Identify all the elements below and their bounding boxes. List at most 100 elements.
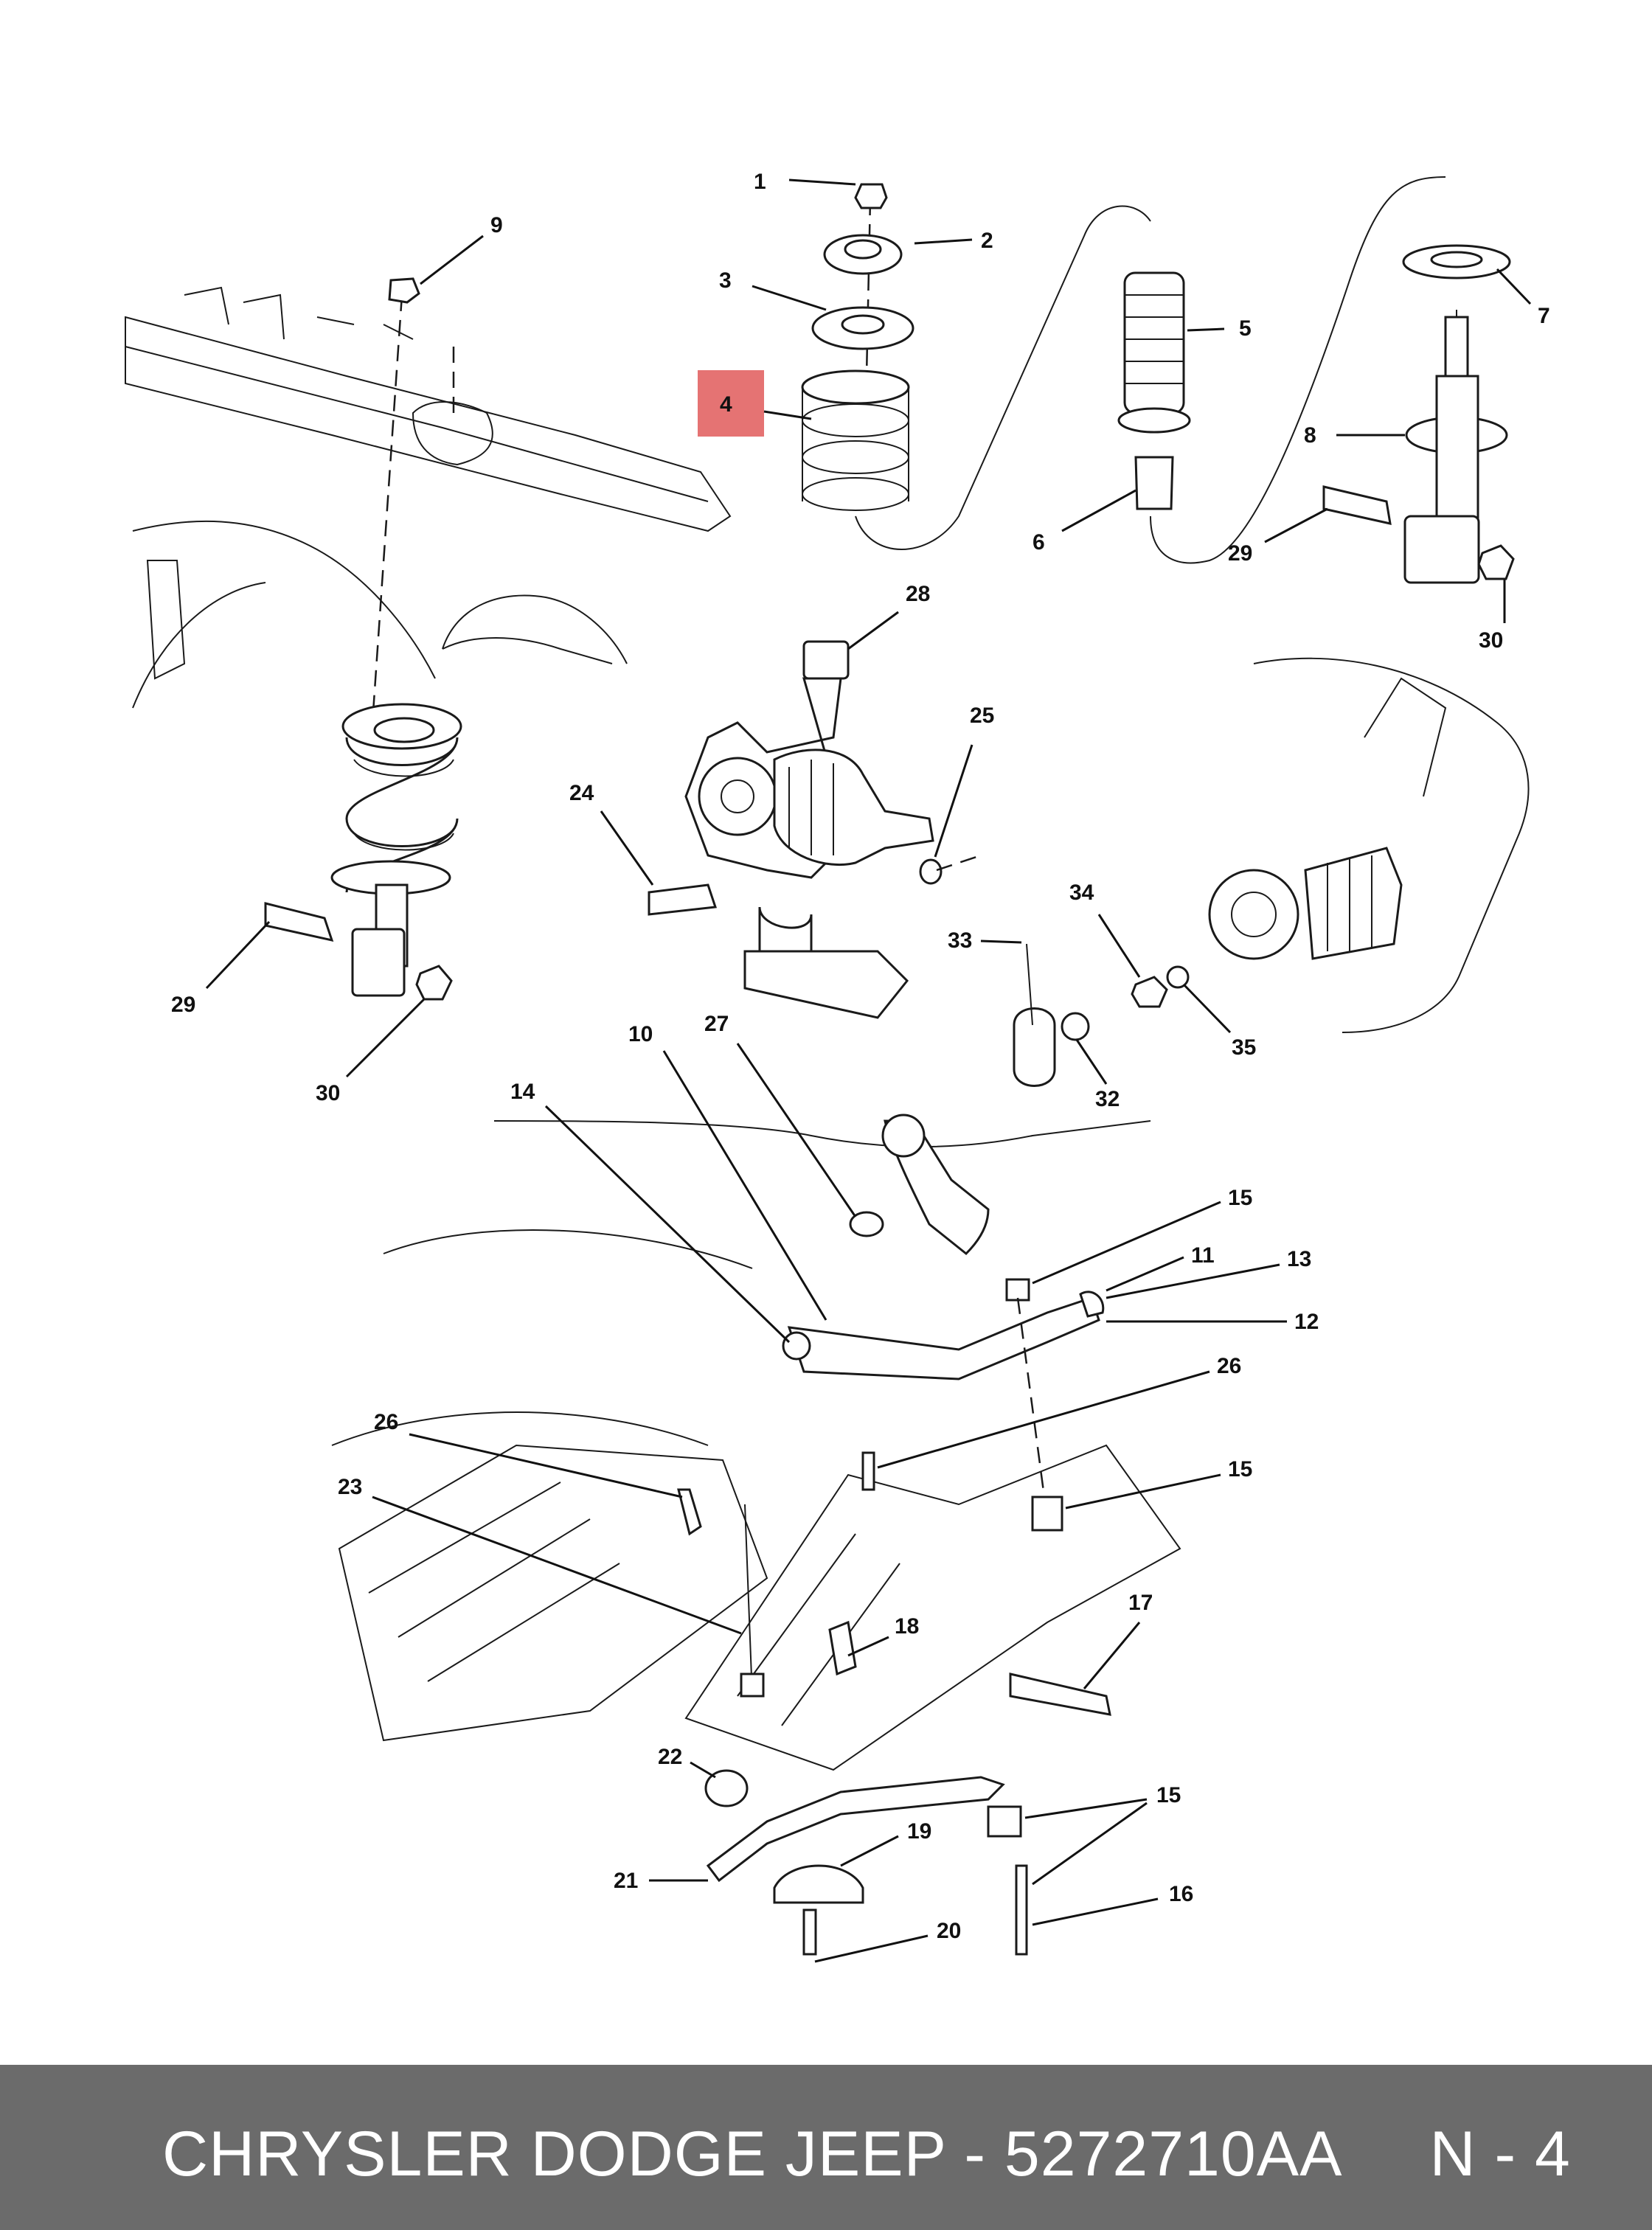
bushing-11-drawing bbox=[1079, 1291, 1105, 1318]
callout-14: 14 bbox=[510, 1080, 791, 1344]
svg-text:25: 25 bbox=[970, 704, 994, 728]
svg-text:9: 9 bbox=[490, 213, 503, 237]
svg-text:3: 3 bbox=[719, 268, 732, 293]
callout-23: 23 bbox=[338, 1475, 742, 1635]
callout-34: 34 bbox=[1069, 880, 1141, 978]
callout-15-upper: 15 bbox=[1032, 1186, 1252, 1285]
svg-text:33: 33 bbox=[948, 928, 972, 953]
svg-text:12: 12 bbox=[1294, 1310, 1319, 1334]
cotter-33-drawing bbox=[1026, 943, 1033, 1026]
svg-text:10: 10 bbox=[628, 1022, 653, 1046]
jounce-bumper-6-drawing bbox=[1134, 456, 1174, 510]
svg-text:21: 21 bbox=[614, 1869, 638, 1893]
lower-crossmember-illustration bbox=[331, 1114, 1181, 1956]
svg-text:26: 26 bbox=[374, 1410, 398, 1434]
bolt-29-left-drawing bbox=[264, 902, 334, 942]
callout-15-middle: 15 bbox=[1065, 1457, 1252, 1510]
svg-text:15: 15 bbox=[1228, 1457, 1252, 1482]
svg-text:15: 15 bbox=[1156, 1783, 1181, 1807]
callout-12: 12 bbox=[1106, 1310, 1319, 1334]
svg-text:14: 14 bbox=[510, 1080, 535, 1104]
svg-text:4: 4 bbox=[720, 392, 732, 417]
bolt-23-drawing bbox=[740, 1672, 765, 1698]
callout-21: 21 bbox=[614, 1869, 708, 1893]
svg-text:13: 13 bbox=[1287, 1247, 1311, 1271]
nut-9-drawing bbox=[388, 277, 420, 304]
callout-7: 7 bbox=[1496, 268, 1550, 328]
bolt-26-right-drawing bbox=[861, 1451, 875, 1491]
bolt-20-drawing bbox=[802, 1908, 817, 1956]
svg-text:2: 2 bbox=[981, 229, 993, 253]
callout-32: 32 bbox=[1075, 1039, 1120, 1111]
nut-30-left-drawing bbox=[415, 965, 453, 1001]
left-strut-assembly bbox=[264, 277, 462, 1001]
knuckle-hub-assembly bbox=[648, 640, 982, 1019]
nut-1-drawing bbox=[854, 183, 888, 209]
washer-35-drawing bbox=[1166, 965, 1190, 989]
callout-22: 22 bbox=[658, 1745, 716, 1779]
callout-9: 9 bbox=[420, 213, 503, 285]
svg-text:17: 17 bbox=[1128, 1591, 1153, 1615]
callout-30-left: 30 bbox=[316, 998, 426, 1105]
callout-20: 20 bbox=[814, 1919, 961, 1963]
callout-16: 16 bbox=[1032, 1882, 1193, 1926]
callout-15-lower: 15 bbox=[1024, 1783, 1181, 1886]
svg-text:28: 28 bbox=[906, 582, 930, 606]
bushing-27-drawing bbox=[849, 1211, 884, 1237]
link-bolt-16-drawing bbox=[1015, 1864, 1028, 1956]
callout-24: 24 bbox=[569, 781, 654, 886]
boot-bumper-stack bbox=[1117, 176, 1446, 564]
callout-35: 35 bbox=[1182, 983, 1256, 1060]
svg-text:26: 26 bbox=[1217, 1354, 1241, 1378]
callout-2: 2 bbox=[914, 229, 993, 253]
nut-30-right-drawing bbox=[1477, 544, 1515, 580]
callout-26-right: 26 bbox=[877, 1354, 1241, 1469]
spring-stack bbox=[801, 183, 1151, 550]
callout-13: 13 bbox=[1106, 1247, 1311, 1299]
svg-text:7: 7 bbox=[1538, 304, 1550, 328]
svg-text:32: 32 bbox=[1095, 1087, 1120, 1111]
svg-text:29: 29 bbox=[1228, 541, 1252, 566]
svg-text:11: 11 bbox=[1191, 1243, 1215, 1268]
right-hub-axle bbox=[1013, 657, 1530, 1087]
callout-28: 28 bbox=[847, 582, 930, 650]
bushing-15-upper-drawing bbox=[1005, 1278, 1030, 1302]
callout-33: 33 bbox=[948, 928, 1022, 953]
callout-29-left: 29 bbox=[171, 920, 271, 1017]
svg-text:30: 30 bbox=[1479, 628, 1503, 653]
callout-17: 17 bbox=[1083, 1591, 1153, 1689]
callout-8: 8 bbox=[1304, 423, 1405, 448]
svg-text:19: 19 bbox=[907, 1819, 931, 1844]
svg-text:5: 5 bbox=[1239, 316, 1252, 341]
bushing-22-drawing bbox=[704, 1769, 749, 1807]
svg-text:35: 35 bbox=[1232, 1035, 1256, 1060]
spring-4-drawing bbox=[801, 369, 910, 511]
callout-1: 1 bbox=[754, 170, 856, 194]
callout-26-left: 26 bbox=[374, 1410, 683, 1498]
stabilizer-bar-21-drawing bbox=[706, 1776, 1005, 1883]
bushing-15-lower-drawing bbox=[987, 1805, 1022, 1838]
svg-text:1: 1 bbox=[754, 170, 766, 194]
callout-27: 27 bbox=[704, 1012, 857, 1218]
bolt-24-drawing bbox=[648, 883, 718, 916]
callout-6: 6 bbox=[1032, 489, 1136, 555]
svg-text:18: 18 bbox=[895, 1614, 919, 1639]
callout-29-right: 29 bbox=[1228, 507, 1328, 566]
callout-30-right: 30 bbox=[1479, 580, 1506, 653]
svg-text:34: 34 bbox=[1069, 880, 1094, 905]
svg-text:24: 24 bbox=[569, 781, 594, 805]
svg-text:15: 15 bbox=[1228, 1186, 1252, 1210]
svg-text:30: 30 bbox=[316, 1081, 340, 1105]
callout-10: 10 bbox=[628, 1022, 827, 1321]
left-fender-body-illustration bbox=[125, 286, 732, 709]
brand-name: CHRYSLER DODGE JEEP bbox=[162, 2119, 946, 2189]
svg-text:22: 22 bbox=[658, 1745, 682, 1769]
part-number: 5272710AA bbox=[1004, 2119, 1343, 2189]
nut-34-drawing bbox=[1131, 976, 1168, 1008]
callout-11: 11 bbox=[1106, 1243, 1215, 1292]
bolt-17-drawing bbox=[1009, 1672, 1111, 1716]
bolt-26-left-drawing bbox=[677, 1488, 702, 1536]
caption-separator: - bbox=[945, 2119, 1004, 2189]
